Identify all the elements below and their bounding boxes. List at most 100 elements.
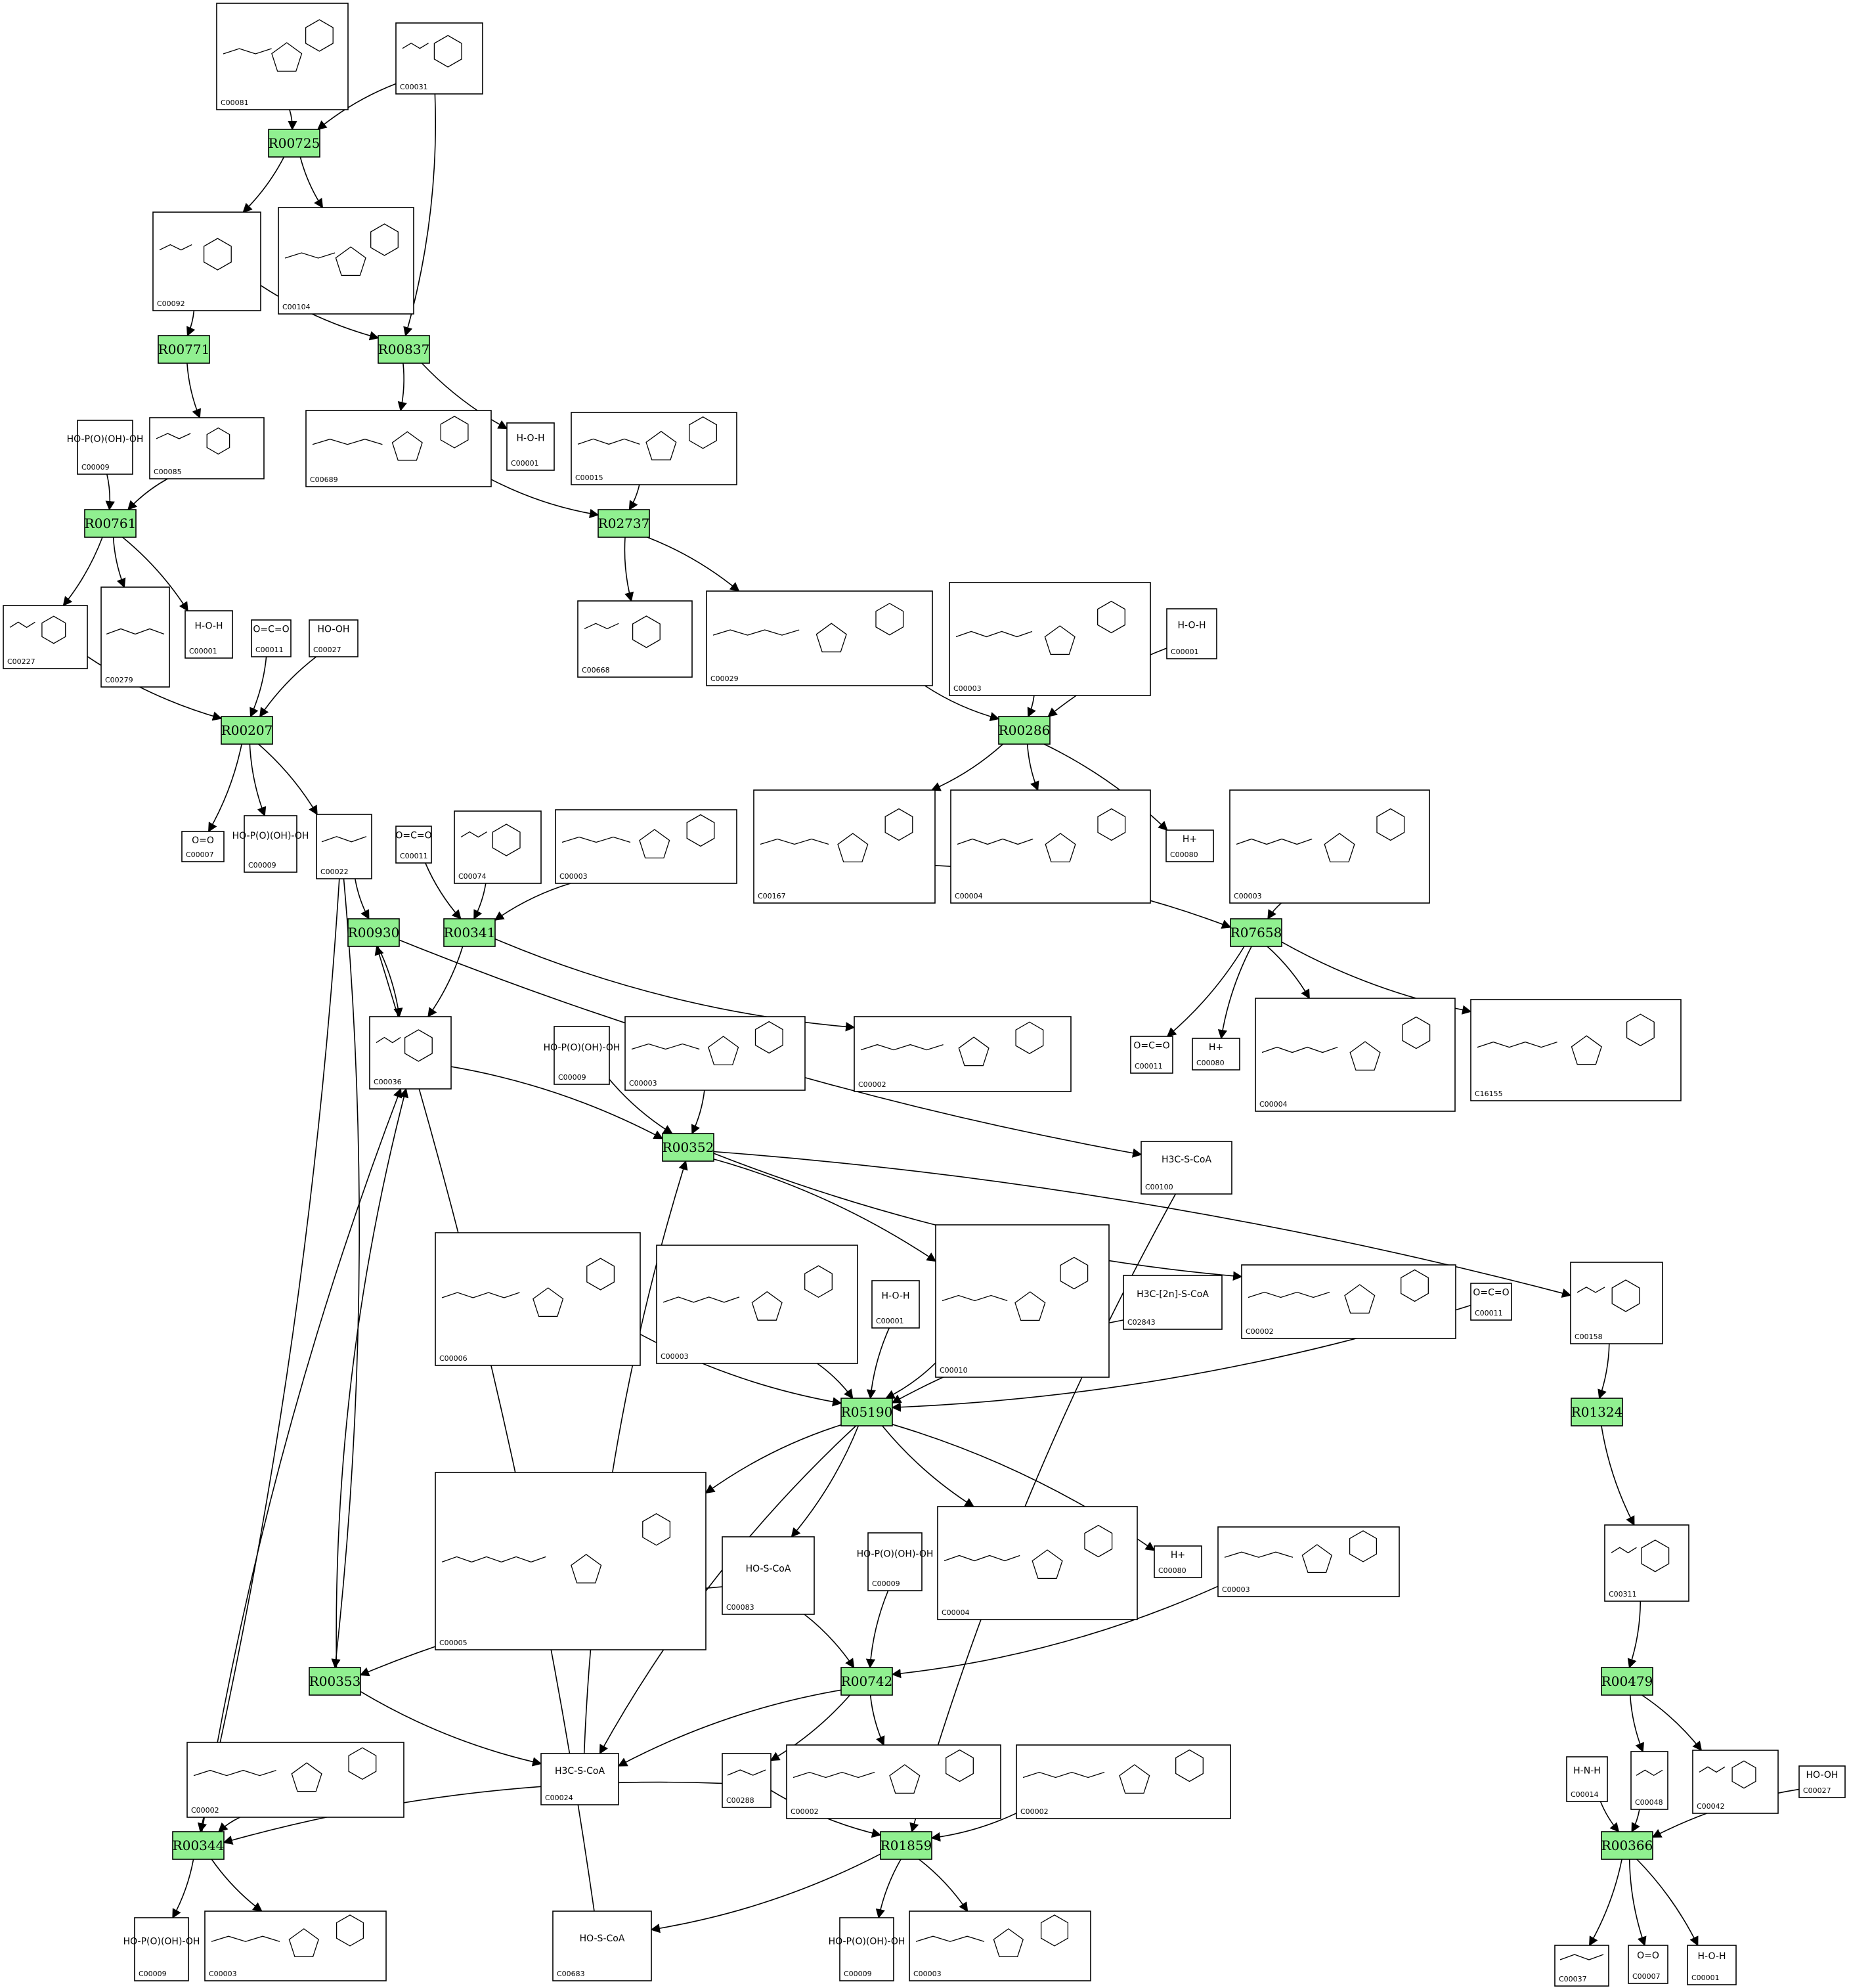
- reaction-node-r00930[interactable]: R00930: [347, 918, 400, 947]
- reaction-label[interactable]: R00742: [841, 1673, 893, 1689]
- reaction-box[interactable]: [443, 918, 496, 947]
- compound-box[interactable]: [1123, 1275, 1223, 1330]
- reaction-node-r00837[interactable]: R00837: [378, 335, 430, 364]
- compound-box[interactable]: [316, 814, 372, 879]
- compound-node-c00104[interactable]: C00104: [278, 207, 414, 315]
- reaction-box[interactable]: [880, 1831, 932, 1860]
- compound-box[interactable]: [1570, 1262, 1663, 1344]
- compound-node-c00003[interactable]: C00003: [1217, 1526, 1400, 1597]
- reaction-box[interactable]: [221, 716, 273, 745]
- compound-node-c00002[interactable]: C00002: [186, 1742, 404, 1818]
- reaction-label[interactable]: R07658: [1230, 925, 1282, 940]
- compound-node-c00167[interactable]: C00167: [753, 789, 936, 904]
- compound-box[interactable]: [3, 605, 88, 669]
- reaction-node-r00479[interactable]: R00479: [1601, 1667, 1653, 1696]
- compound-node-c00080[interactable]: H+C00080: [1192, 1038, 1240, 1071]
- compound-box[interactable]: [435, 1232, 641, 1366]
- compound-node-c00279[interactable]: C00279: [100, 586, 170, 688]
- compound-node-c00288[interactable]: C00288: [722, 1753, 772, 1808]
- reaction-label[interactable]: R00353: [309, 1673, 361, 1689]
- reaction-label[interactable]: R01324: [1571, 1404, 1623, 1420]
- reaction-node-r00344[interactable]: R00344: [172, 1831, 225, 1860]
- compound-box[interactable]: [1470, 1283, 1512, 1321]
- compound-node-c00042[interactable]: C00042: [1692, 1750, 1779, 1814]
- reaction-box[interactable]: [347, 918, 400, 947]
- compound-node-c00004[interactable]: C00004: [1255, 998, 1456, 1112]
- compound-box[interactable]: [571, 412, 737, 485]
- reaction-label[interactable]: R00286: [999, 722, 1051, 738]
- reaction-box[interactable]: [268, 129, 320, 158]
- compound-box[interactable]: [1130, 1036, 1173, 1074]
- compound-node-c00002[interactable]: C00002: [1241, 1264, 1456, 1339]
- reaction-label[interactable]: R00352: [663, 1139, 714, 1155]
- compound-box[interactable]: [216, 3, 349, 110]
- compound-node-c00003[interactable]: C00003: [204, 1911, 387, 1981]
- compound-box[interactable]: [1241, 1264, 1456, 1339]
- compound-box[interactable]: [540, 1753, 619, 1805]
- reaction-node-r00366[interactable]: R00366: [1601, 1831, 1653, 1860]
- compound-box[interactable]: [753, 789, 936, 904]
- compound-node-c00227[interactable]: C00227: [3, 605, 88, 669]
- reaction-label[interactable]: R00341: [444, 925, 496, 940]
- compound-box[interactable]: [395, 826, 432, 864]
- reaction-box[interactable]: [172, 1831, 225, 1860]
- compound-node-c00003[interactable]: C00003: [909, 1911, 1091, 1981]
- reaction-node-r02737[interactable]: R02737: [598, 509, 650, 538]
- compound-node-c00002[interactable]: C00002: [786, 1744, 1001, 1819]
- reaction-node-r05190[interactable]: R05190: [840, 1398, 893, 1426]
- compound-box[interactable]: [1798, 1765, 1846, 1798]
- reaction-box[interactable]: [158, 335, 210, 364]
- compound-node-c00003[interactable]: C00003: [656, 1245, 858, 1364]
- compound-box[interactable]: [204, 1911, 387, 1981]
- compound-box[interactable]: [244, 815, 297, 873]
- compound-box[interactable]: [577, 600, 693, 678]
- reaction-node-r00341[interactable]: R00341: [443, 918, 496, 947]
- compound-box[interactable]: [100, 586, 170, 688]
- reaction-box[interactable]: [1571, 1398, 1623, 1426]
- compound-node-c00002[interactable]: C00002: [854, 1016, 1072, 1092]
- compound-box[interactable]: [554, 1026, 610, 1085]
- compound-box[interactable]: [1630, 1751, 1668, 1810]
- compound-box[interactable]: [186, 1742, 404, 1818]
- compound-box[interactable]: [1217, 1526, 1400, 1597]
- compound-box[interactable]: [935, 1224, 1110, 1378]
- compound-box[interactable]: [1604, 1524, 1689, 1602]
- compound-box[interactable]: [722, 1536, 815, 1615]
- compound-box[interactable]: [839, 1917, 894, 1981]
- compound-node-c00080[interactable]: H+C00080: [1154, 1545, 1202, 1578]
- reaction-label[interactable]: R00725: [269, 135, 320, 151]
- reaction-box[interactable]: [598, 509, 650, 538]
- compound-box[interactable]: [722, 1753, 772, 1808]
- reaction-node-r00725[interactable]: R00725: [268, 129, 320, 158]
- compound-box[interactable]: [555, 809, 737, 884]
- compound-box[interactable]: [1687, 1945, 1737, 1985]
- compound-box[interactable]: [1470, 999, 1682, 1101]
- compound-box[interactable]: [77, 420, 133, 475]
- compound-box[interactable]: [909, 1911, 1091, 1981]
- reaction-box[interactable]: [378, 335, 430, 364]
- reaction-label[interactable]: R00837: [378, 342, 430, 357]
- compound-box[interactable]: [1166, 608, 1217, 659]
- reaction-node-r07658[interactable]: R07658: [1230, 918, 1282, 947]
- reaction-box[interactable]: [1601, 1831, 1653, 1860]
- compound-box[interactable]: [369, 1016, 452, 1090]
- reaction-label[interactable]: R00930: [348, 925, 400, 940]
- reaction-box[interactable]: [1230, 918, 1282, 947]
- compound-box[interactable]: [1141, 1141, 1232, 1195]
- compound-box[interactable]: [937, 1506, 1138, 1620]
- compound-node-c00003[interactable]: C00003: [1229, 789, 1430, 904]
- compound-box[interactable]: [1628, 1945, 1668, 1984]
